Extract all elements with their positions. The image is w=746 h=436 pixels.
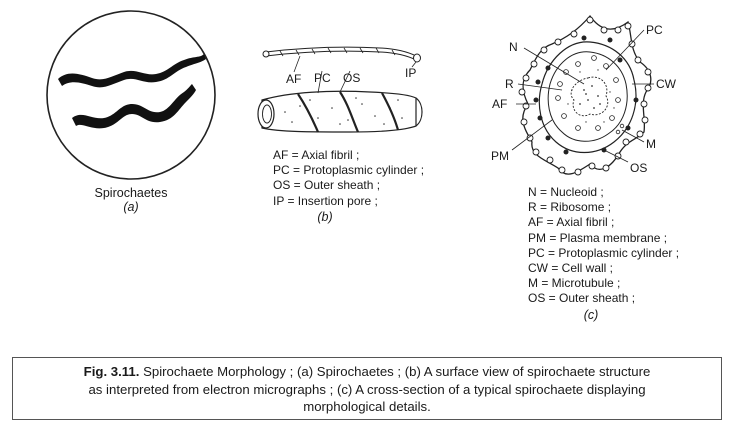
leader-ip [411,61,417,68]
legend-item: OS = Outer sheath ; [528,291,636,306]
panel-c-legend: N = Nucleoid ; R = Ribosome ; AF = Axial… [528,185,679,307]
panel-b-legend: AF = Axial fibril ; PC = Protoplasmic cy… [273,148,424,209]
spirochaete-lower [72,84,196,129]
legend-item: OS = Outer sheath ; [273,178,381,193]
outer-sheath-band [381,92,400,131]
label-r: R [505,77,514,91]
caption-text-2: as interpreted from electron micrographs… [88,381,646,397]
legend-item: AF = Axial fibril ; [273,148,360,162]
panel-a-caption: Spirochaetes [94,186,168,200]
legend-item: CW = Cell wall ; [528,260,614,275]
insertion-pore-ring [413,53,421,63]
label-n: N [509,40,518,54]
cylinder-inner-end [262,104,272,124]
legend-item: R = Ribosome ; [528,200,612,215]
leader-n [523,47,585,85]
cylinder-right-end [415,97,423,127]
leader-pc [605,29,645,71]
nucleoid-fibres [579,85,601,109]
axial-fibril-strand [265,46,417,57]
outer-sheath-band [297,93,320,133]
label-pm: PM [491,149,509,163]
caption-text-1: Spirochaete Morphology ; (a) Spirochaete… [143,364,651,379]
figure-caption: Fig. 3.11. Spirochaete Morphology ; (a) … [12,357,722,420]
leader-pm [511,119,553,151]
microscope-field-circle [46,10,216,180]
label-af: AF [492,97,507,111]
leader-os [339,70,351,93]
label-cw: CW [656,77,677,91]
nucleoid [570,76,609,117]
sheath-bumps [518,16,652,176]
leader-af [293,55,301,73]
spirochaete-upper [58,54,206,88]
panel-b-tag: (b) [317,210,333,224]
legend-item: PC = Protoplasmic cylinder ; [528,245,680,260]
label-os: OS [343,71,360,85]
legend-item: PM = Plasma membrane ; [528,230,668,245]
panel-c-tag: (c) [583,308,599,322]
legend-item: AF = Axial fibril ; [528,215,615,230]
plasma-membrane [547,51,628,142]
cytoplasm-stipple [284,97,403,125]
strand-end-left [262,50,270,58]
axial-fibril-strand-inner [265,50,417,61]
legend-item: M = Microtubule ; [528,276,621,291]
leader-pc [317,70,323,94]
legend-item: PC = Protoplasmic cylinder ; [273,163,425,178]
label-pc: PC [314,71,331,85]
label-os: OS [630,161,647,175]
axial-fibrils [533,35,639,155]
label-pc: PC [646,23,663,37]
ribosomes [555,55,621,131]
leader-m [621,129,645,143]
legend-item: IP = Insertion pore ; [273,193,378,208]
cytoplasm-stipple [567,69,615,123]
label-af: AF [286,72,301,86]
strand-hatching [279,47,396,57]
caption-text-3: morphological details. [303,399,431,414]
leader-r [517,83,563,91]
outer-sheath-band [339,91,360,133]
legend-item: N = Nucleoid ; [528,185,604,199]
leader-os [603,149,629,163]
microtubules [615,123,625,135]
label-ip: IP [405,66,416,80]
caption-line-1: Fig. 3.11. Spirochaete Morphology ; (a) … [13,363,721,381]
panel-a-tag: (a) [123,200,139,214]
figure-number: Fig. 3.11. [83,364,140,379]
label-m: M [646,137,656,151]
